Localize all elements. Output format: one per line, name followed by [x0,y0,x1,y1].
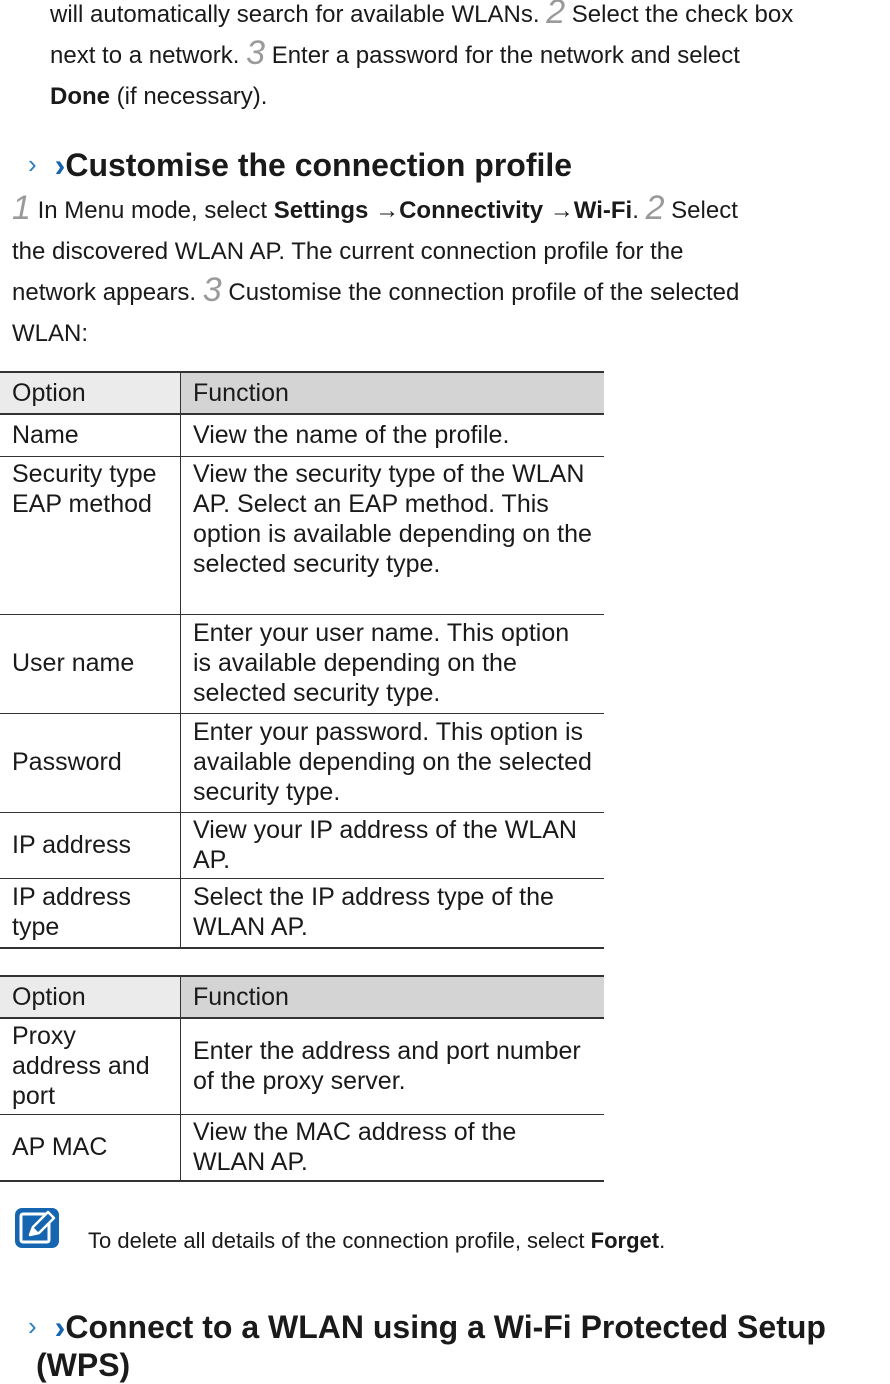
menu-path-connectivity: Connectivity [399,197,544,224]
table-row: Password Enter your password. This optio… [0,713,604,813]
section-heading-customise: ››Customise the connection profile [28,145,572,184]
table-row: IP address View your IP address of the W… [0,812,604,879]
step-number-2: 2 [645,189,665,227]
done-keyword: Done [50,83,110,110]
options-table-2: Option Function Proxy address and port E… [0,975,604,1182]
menu-path-wifi: Wi-Fi [573,197,633,224]
intro-text-1: will automatically search for available … [50,1,540,28]
table-row: AP MAC View the MAC address of the WLAN … [0,1114,604,1182]
table-row: User name Enter your user name. This opt… [0,614,604,714]
function-cell: View the MAC address of the WLAN AP. [180,1114,604,1182]
function-cell: Enter the address and port number of the… [180,1018,604,1115]
menu-path-settings: Settings [273,197,369,224]
options-table-1: Option Function Name View the name of th… [0,371,604,949]
header-option: Option [0,975,181,1019]
note-text: To delete all details of the connection … [88,1226,665,1256]
intro-paragraph: will automatically search for available … [50,0,890,117]
chevron-right-bold-icon: › [54,1309,66,1345]
function-cell: Enter your user name. This option is ava… [180,614,604,714]
section-title: Customise the connection profile [65,147,573,183]
step1-text: In Menu mode, select [37,197,268,224]
note-period: . [659,1228,666,1253]
step-number-3: 3 [202,271,222,309]
table-row: IP address type Select the IP address ty… [0,878,604,949]
option-cell: IP address type [0,878,181,949]
step-number-2: 2 [546,0,566,31]
chevron-right-icon: › [28,1311,37,1341]
step2-text-a: Select [671,197,738,224]
function-cell: Enter your password. This option is avai… [180,713,604,813]
chevron-right-bold-icon: › [54,147,66,183]
header-function: Function [180,975,604,1019]
intro-text-3: (if necessary). [116,83,268,110]
function-cell: View the security type of the WLAN AP. S… [180,456,604,615]
section-heading-wps: ››Connect to a WLAN using a Wi-Fi Protec… [28,1307,888,1384]
function-cell: View the name of the profile. [180,414,604,457]
table-row: Security type EAP method View the securi… [0,456,604,615]
section-title-line1: Connect to a WLAN using a Wi-Fi Protecte… [65,1309,826,1345]
intro-text-2: next to a network. [50,42,240,69]
function-cell: View your IP address of the WLAN AP. [180,812,604,879]
option-cell: Security type EAP method [0,456,181,615]
option-cell: Name [0,414,181,457]
forget-keyword: Forget [590,1228,660,1253]
arrow-icon: → [549,197,574,224]
intro-text-2b: Enter a password for the network and sel… [271,42,740,69]
function-cell: Select the IP address type of the WLAN A… [180,878,604,949]
step-number-1: 1 [12,189,31,227]
step-number-3: 3 [246,34,266,72]
table-row: Proxy address and port Enter the address… [0,1018,604,1115]
step2-text-b: the discovered WLAN AP. The current conn… [12,238,684,265]
chevron-right-icon: › [28,149,37,179]
step2-text-c: network appears. [12,279,197,306]
option-cell: IP address [0,812,181,879]
intro-text-1b: Select the check box [571,1,794,28]
option-cell: User name [0,614,181,714]
steps-paragraph: 1 In Menu mode, select Settings →Connect… [12,190,882,354]
option-cell: AP MAC [0,1114,181,1182]
header-function: Function [180,371,604,415]
arrow-icon: → [375,197,400,224]
section-title-line2: (WPS) [36,1347,131,1383]
period: . [632,197,639,224]
table-row: Name View the name of the profile. [0,414,604,457]
step3-text-a: Customise the connection profile of the … [228,279,740,306]
option-cell: Password [0,713,181,813]
option-cell: Proxy address and port [0,1018,181,1115]
note-pencil-icon [14,1207,60,1249]
step3-text-b: WLAN: [12,320,89,347]
note-body: To delete all details of the connection … [88,1228,585,1253]
header-option: Option [0,371,181,415]
